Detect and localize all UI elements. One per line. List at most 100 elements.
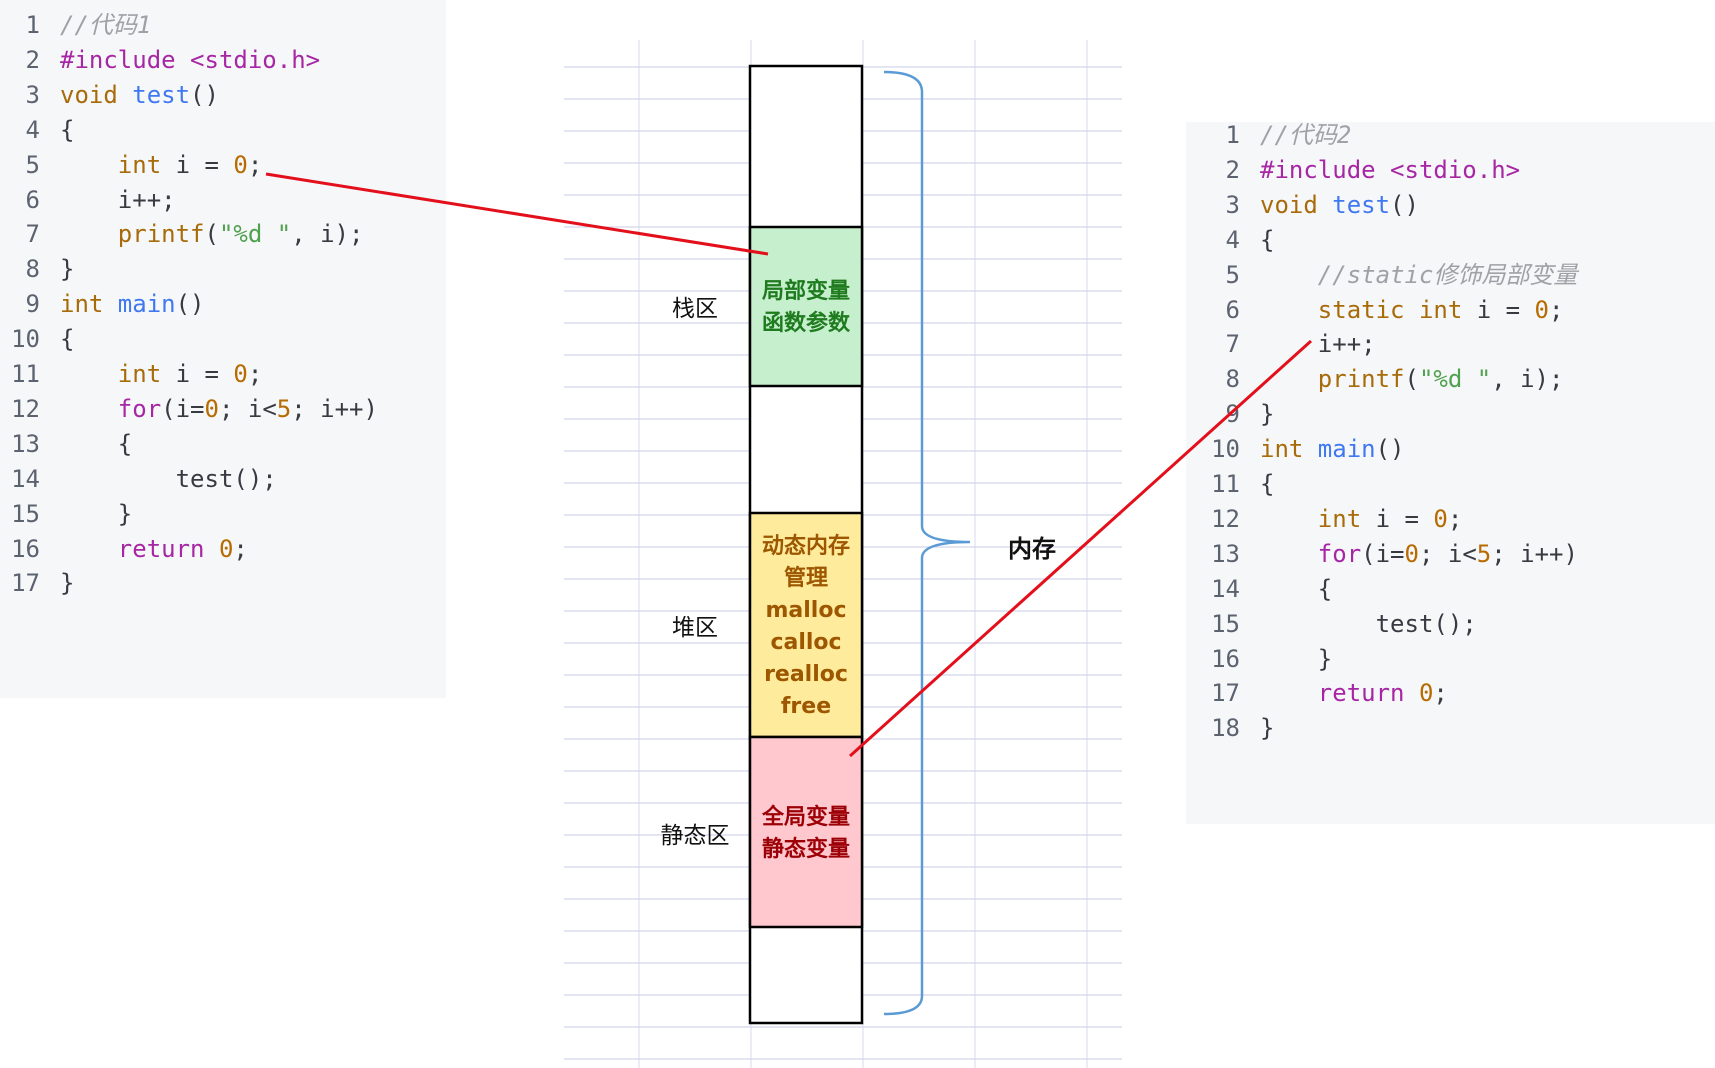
line-number: 16 — [11, 534, 40, 563]
line-number: 5 — [1225, 260, 1240, 289]
code-token: ( — [1404, 365, 1419, 394]
stack-block-text: 局部变量函数参数 — [762, 278, 851, 336]
code-token: ; — [1433, 679, 1448, 708]
line-number: 15 — [11, 499, 40, 528]
code-line: 17} — [0, 564, 74, 602]
code-line: 2#include <stdio.h> — [1186, 151, 1521, 189]
code-token: () — [190, 80, 219, 109]
line-number: 4 — [1225, 225, 1240, 254]
line-number: 2 — [1225, 155, 1240, 184]
code-line: 5 int i = 0; — [0, 146, 263, 184]
line-number: 9 — [25, 290, 40, 319]
code-token: //代码1 — [60, 11, 152, 39]
code-token: main — [117, 290, 176, 319]
code-token: ; — [1447, 504, 1463, 533]
code-line: 17 return 0; — [1186, 674, 1448, 712]
code-line: 8 printf("%d ", i); — [1186, 360, 1564, 398]
line-number: 1 — [1225, 121, 1240, 149]
code-token: { — [60, 325, 75, 354]
region-label-static: 静态区 — [661, 823, 730, 849]
code-token: "%d " — [1418, 365, 1492, 394]
code-token: , i); — [291, 220, 364, 249]
block-line: 动态内存 — [762, 533, 850, 559]
memory-brace — [883, 70, 971, 1016]
line-number: 13 — [1211, 539, 1240, 568]
code-line: 16 } — [1186, 640, 1332, 678]
code-line: 10{ — [0, 320, 74, 358]
code-line: 7 printf("%d ", i); — [0, 215, 364, 253]
code-token: { — [60, 429, 133, 458]
code-line: 15 test(); — [1186, 605, 1477, 643]
code-token: for — [117, 394, 162, 423]
code-line: 11 { — [1186, 465, 1274, 503]
code-line: 6 i++; — [0, 181, 176, 219]
code-line: 6 static int i = 0; — [1186, 291, 1564, 329]
code-line: 1//代码1 — [0, 6, 152, 44]
line-number: 7 — [1225, 330, 1240, 359]
block-line: 管理 — [784, 565, 828, 591]
code-token: void — [60, 80, 133, 109]
code-token: ; — [233, 534, 248, 563]
code-line: 13 { — [0, 425, 132, 463]
code-token: { — [1260, 470, 1275, 498]
line-number: 7 — [25, 220, 40, 249]
code-token: i = — [1462, 295, 1535, 324]
code-token: #include <stdio.h> — [60, 45, 321, 74]
code-token: ; i< — [218, 394, 277, 423]
line-number: 17 — [11, 569, 40, 598]
code-token: 0 — [218, 534, 234, 563]
code-token: } — [1260, 400, 1275, 429]
code-token: ; i++) — [1491, 539, 1578, 568]
code-token: 5 — [276, 394, 292, 423]
code-token: i = — [161, 360, 234, 388]
line-number: 12 — [11, 394, 40, 423]
line-number: 11 — [11, 360, 40, 388]
code-token: int — [117, 150, 162, 179]
line-number: 13 — [11, 429, 40, 458]
code-line: 18} — [1186, 709, 1274, 747]
code-token: ( — [204, 220, 219, 249]
code-token: { — [1260, 225, 1275, 254]
code-token: return — [117, 534, 205, 563]
code-token: int — [117, 360, 162, 388]
block-line: 全局变量 — [761, 804, 850, 830]
code-token: 0 — [1404, 539, 1419, 568]
code-token: 0 — [1433, 504, 1448, 533]
code-token: return — [1317, 679, 1405, 708]
line-number: 3 — [25, 80, 40, 109]
code-token: { — [60, 115, 75, 144]
code-token: } — [60, 569, 75, 598]
line-number: 3 — [1225, 190, 1240, 219]
region-label-stack: 栈区 — [672, 296, 718, 322]
code-token: for — [1317, 539, 1362, 568]
code-token: static int — [1317, 295, 1463, 324]
static-block: 全局变量静态变量 — [748, 735, 864, 929]
line-number: 14 — [1211, 574, 1240, 603]
stack-block: 局部变量函数参数 — [748, 225, 864, 388]
code-token: (i= — [1361, 539, 1405, 568]
code-token: "%d " — [218, 220, 292, 249]
line-number: 11 — [1211, 470, 1240, 498]
line-number: 17 — [1211, 679, 1240, 708]
line-number: 5 — [25, 150, 40, 179]
line-number: 4 — [25, 115, 40, 144]
arrow-static-variable — [848, 339, 1313, 758]
line-number: 12 — [1211, 504, 1240, 533]
line-number: 8 — [1225, 365, 1240, 394]
code-token: printf — [117, 220, 205, 249]
code-line: 2#include <stdio.h> — [0, 41, 321, 79]
code-token: } — [1260, 644, 1333, 673]
line-number: 15 — [1211, 609, 1240, 638]
block-line: 静态变量 — [762, 836, 850, 862]
static-block-text: 全局变量静态变量 — [761, 804, 850, 862]
code-line: 12 int i = 0; — [1186, 500, 1462, 538]
code-line: 11 int i = 0; — [0, 355, 262, 393]
code-token: //代码2 — [1260, 121, 1352, 149]
code-token: printf — [1317, 365, 1405, 394]
line-number: 14 — [11, 464, 40, 493]
